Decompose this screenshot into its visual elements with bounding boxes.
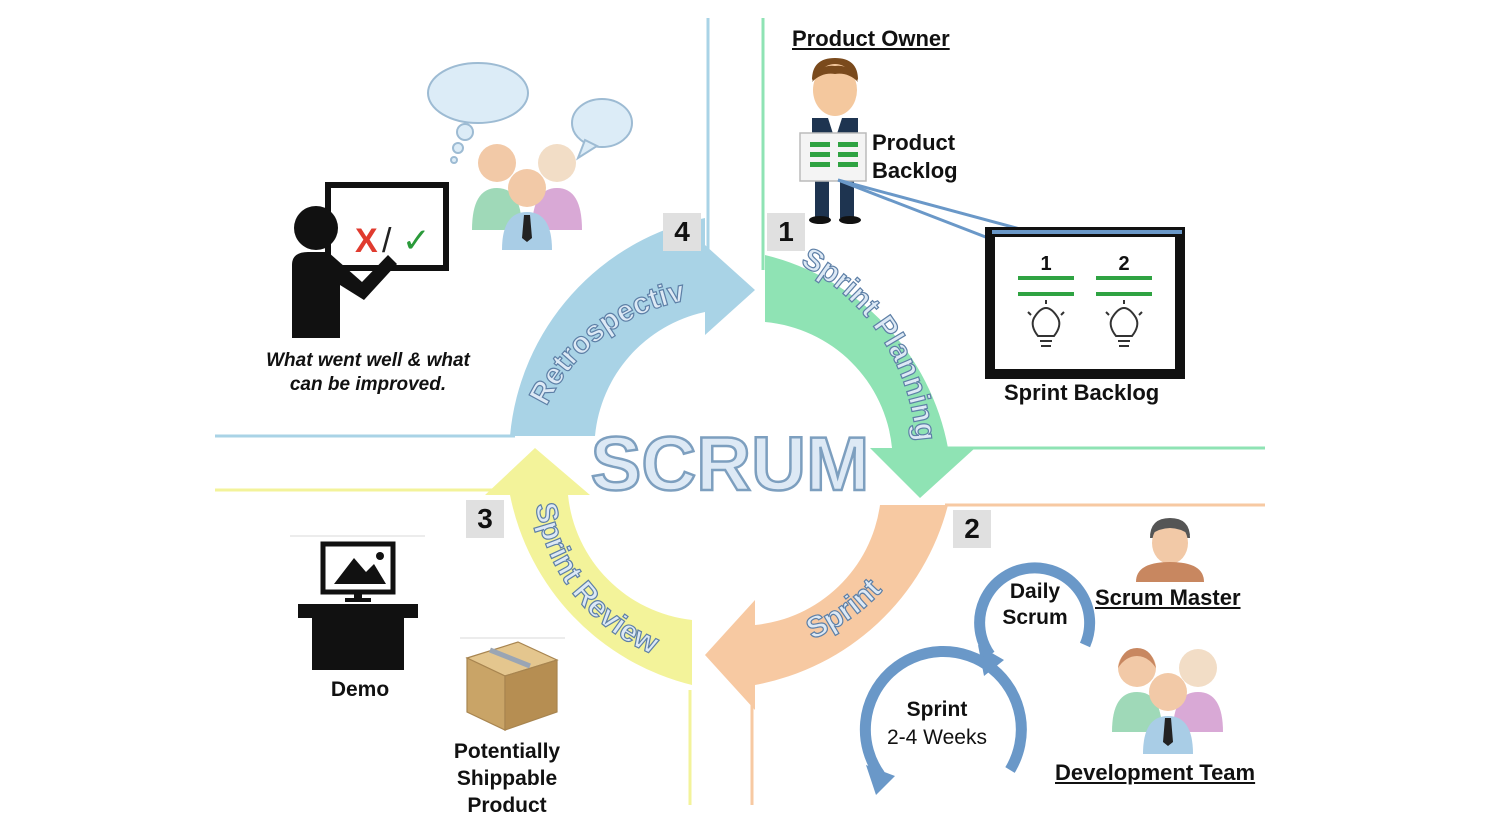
check-mark-icon: ✓ xyxy=(402,221,431,261)
demo-label: Demo xyxy=(330,678,390,701)
phase-number-1: 1 xyxy=(767,213,805,251)
product-backlog-document-icon xyxy=(799,132,867,182)
daily-scrum-label-line2: Scrum xyxy=(1002,606,1068,629)
daily-scrum-label-line1: Daily xyxy=(1009,580,1061,603)
product-backlog-label-line2: Backlog xyxy=(872,158,958,183)
sprint-backlog-item-1-number: 1 xyxy=(1040,253,1051,275)
shippable-product-label-line2: Shippable xyxy=(456,767,558,790)
sprint-cycle-arrow xyxy=(859,646,1027,779)
sprint-backlog-label: Sprint Backlog xyxy=(1004,380,1160,405)
sprint-backlog-item-2-number: 2 xyxy=(1118,253,1129,275)
development-team-people-icon xyxy=(1112,648,1223,754)
cross-mark-icon: X xyxy=(355,222,378,260)
phase-number-3: 3 xyxy=(466,500,504,538)
demo-computer-icon xyxy=(298,541,418,670)
scrum-master-label: Scrum Master xyxy=(1095,585,1241,610)
sprint-backlog-board: 1 2 xyxy=(985,227,1185,379)
presenter-icon xyxy=(292,206,397,338)
scrum-title: SCRUM xyxy=(591,422,870,507)
shippable-product-label-line1: Potentially xyxy=(453,740,561,763)
shippable-product-label-line3: Product xyxy=(467,794,547,817)
sprint-duration-label-line2: 2-4 Weeks xyxy=(887,726,987,749)
product-backlog-label-line1: Product xyxy=(872,130,956,155)
shippable-box-icon xyxy=(465,641,559,731)
lightbulb-icon xyxy=(1027,300,1065,347)
sprint-planning-arrow xyxy=(765,255,975,498)
retrospective-caption-line1: What went well & what xyxy=(266,350,470,371)
lightbulb-icon xyxy=(1105,300,1143,347)
retrospective-illustration: X / ✓ xyxy=(292,62,633,338)
phase-number-4: 4 xyxy=(663,213,701,251)
retrospective-arrow xyxy=(510,218,755,436)
daily-scrum-cycle-arrow xyxy=(974,562,1096,659)
team-people-icon xyxy=(472,144,582,250)
sprint-duration-label-line1: Sprint xyxy=(906,698,968,721)
retrospective-caption-line2: can be improved. xyxy=(289,374,447,395)
sprint-cycle-arrowhead xyxy=(866,765,895,795)
sprint-arrow xyxy=(705,505,948,710)
scrum-master-person-icon xyxy=(1136,518,1204,582)
thought-cloud-icon xyxy=(427,62,529,164)
speech-bubble-icon xyxy=(571,98,633,161)
development-team-label: Development Team xyxy=(1055,760,1256,785)
sprint-review-arrow xyxy=(485,448,692,685)
product-owner-label: Product Owner xyxy=(792,26,950,51)
phase-number-2: 2 xyxy=(953,510,991,548)
slash-mark: / xyxy=(382,222,392,260)
